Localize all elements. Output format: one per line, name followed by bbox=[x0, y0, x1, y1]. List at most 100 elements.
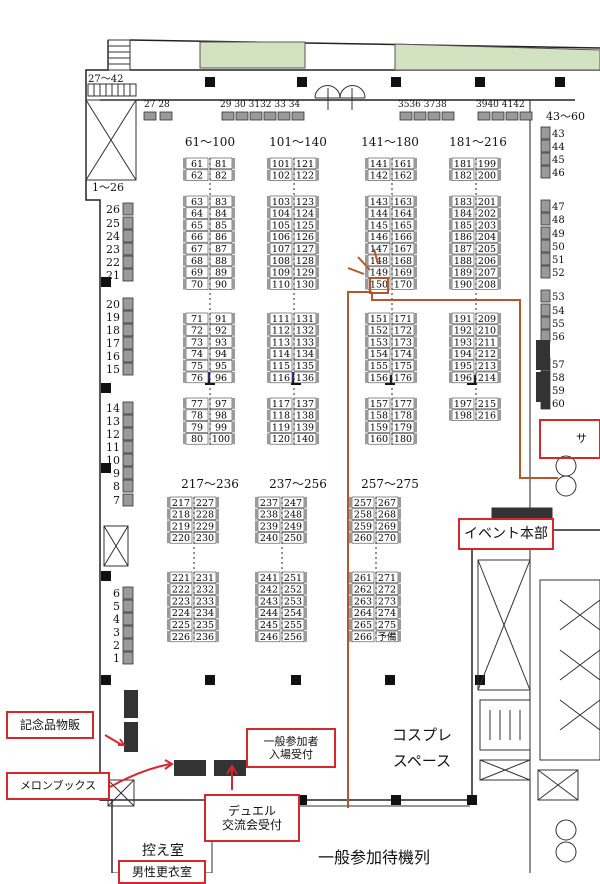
left-wall-stall bbox=[122, 651, 134, 665]
stall-number: 153 bbox=[370, 337, 388, 348]
stall-number: 196 bbox=[454, 373, 472, 384]
pillar bbox=[101, 675, 111, 685]
stall-cell-edge bbox=[365, 421, 368, 433]
stall-number: 103 bbox=[272, 197, 290, 208]
stall-cell-edge bbox=[255, 572, 258, 583]
stall-number: 91 bbox=[215, 314, 227, 325]
stall-cell-edge bbox=[414, 348, 417, 360]
wall-stall-numbers-39-42: 3940 4142 bbox=[476, 100, 525, 110]
stall-cell-edge bbox=[365, 219, 368, 231]
right-wall-stall-number: 51 bbox=[552, 255, 565, 266]
stall-number: 154 bbox=[370, 349, 388, 360]
stall-number: 135 bbox=[296, 361, 314, 372]
top-wall-stall bbox=[159, 111, 173, 121]
stall-number: 255 bbox=[284, 620, 302, 631]
stall-number: 238 bbox=[260, 510, 278, 521]
stall-number: 200 bbox=[478, 171, 496, 182]
stall-cell-edge bbox=[267, 266, 270, 278]
stall-cell-edge bbox=[232, 219, 235, 231]
stall-cell-edge bbox=[449, 409, 452, 421]
right-wall-stall-number: 47 bbox=[552, 202, 565, 213]
right-wall-stall-number: 56 bbox=[552, 332, 565, 343]
right-wall-stall bbox=[540, 165, 551, 179]
stall-cell-edge bbox=[365, 196, 368, 207]
left-wall-stall bbox=[122, 229, 134, 243]
stall-cell-edge bbox=[255, 631, 258, 642]
stall-number: 179 bbox=[394, 422, 412, 433]
stall-number: 66 bbox=[191, 232, 203, 243]
block-header: 181～216 bbox=[449, 135, 507, 149]
left-wall-stall-number: 10 bbox=[106, 454, 120, 467]
stall-number: 171 bbox=[394, 314, 412, 325]
stall-number: 245 bbox=[260, 620, 278, 631]
stall-cell-edge bbox=[414, 255, 417, 266]
top-wall-stall bbox=[263, 111, 277, 121]
left-wall-stall-number: 2 bbox=[113, 639, 120, 652]
stall-number: 176 bbox=[394, 373, 412, 384]
stall-cell-edge bbox=[398, 497, 401, 508]
stall-cell-edge bbox=[498, 231, 501, 243]
stall-number: 223 bbox=[172, 596, 190, 607]
stall-number: 109 bbox=[272, 268, 290, 279]
stall-number: 254 bbox=[284, 608, 302, 619]
stall-cell-edge bbox=[349, 572, 352, 583]
stall-number: 224 bbox=[172, 608, 190, 619]
stall-number: 202 bbox=[478, 209, 496, 220]
stall-cell-edge bbox=[365, 158, 368, 169]
stall-cell-edge bbox=[316, 398, 319, 409]
stall-cell-edge bbox=[365, 348, 368, 360]
stall-cell-edge bbox=[267, 313, 270, 324]
stall-number: 234 bbox=[196, 608, 214, 619]
stall-number: 178 bbox=[394, 411, 412, 422]
stall-cell-edge bbox=[232, 266, 235, 278]
stall-number: 64 bbox=[191, 209, 203, 220]
stall-number: 221 bbox=[172, 573, 190, 584]
stall-number: 144 bbox=[370, 209, 388, 220]
stall-number: 160 bbox=[370, 434, 388, 445]
stall-cell-edge bbox=[167, 572, 170, 583]
left-wall-stall bbox=[122, 493, 134, 507]
stall-cell-edge bbox=[498, 324, 501, 336]
stall-number: 260 bbox=[354, 533, 372, 544]
stall-number: 96 bbox=[215, 373, 227, 384]
stall-number: 247 bbox=[284, 498, 302, 509]
stall-cell-edge bbox=[183, 433, 186, 445]
left-wall-stall-number: 8 bbox=[113, 480, 120, 493]
stall-number: 114 bbox=[272, 349, 290, 360]
stall-cell-edge bbox=[216, 520, 219, 532]
stall-cell-edge bbox=[216, 631, 219, 642]
stall-cell-edge bbox=[316, 219, 319, 231]
stall-number: 185 bbox=[454, 220, 472, 231]
stall-number: 213 bbox=[478, 361, 496, 372]
stall-cell-edge bbox=[183, 255, 186, 266]
pillar bbox=[101, 277, 111, 287]
stall-cell-edge bbox=[304, 532, 307, 544]
stall-number: 265 bbox=[354, 620, 372, 631]
stall-cell-edge bbox=[498, 398, 501, 409]
stall-number: 68 bbox=[191, 256, 203, 267]
left-wall-stall bbox=[122, 599, 134, 613]
stall-number: 184 bbox=[454, 209, 472, 220]
stall-cell-edge bbox=[365, 255, 368, 266]
stall-number: 180 bbox=[394, 434, 412, 445]
left-wall-stall bbox=[122, 612, 134, 626]
stall-number: 204 bbox=[478, 232, 496, 243]
stall-cell-edge bbox=[414, 421, 417, 433]
stall-range-1-26: 1～26 bbox=[92, 181, 124, 194]
stall-number: 248 bbox=[284, 510, 302, 521]
left-wall-stall-number: 26 bbox=[106, 203, 120, 216]
general-reception-line1: 一般参加者 bbox=[263, 734, 319, 748]
stall-number: 270 bbox=[378, 533, 396, 544]
stall-number: 161 bbox=[394, 159, 412, 170]
cut-off-label: サ bbox=[576, 432, 587, 445]
stall-cell-edge bbox=[349, 532, 352, 544]
stall-cell-edge bbox=[365, 336, 368, 348]
stall-number: 105 bbox=[272, 220, 290, 231]
stall-cell-edge bbox=[267, 324, 270, 336]
pillar bbox=[391, 77, 401, 87]
